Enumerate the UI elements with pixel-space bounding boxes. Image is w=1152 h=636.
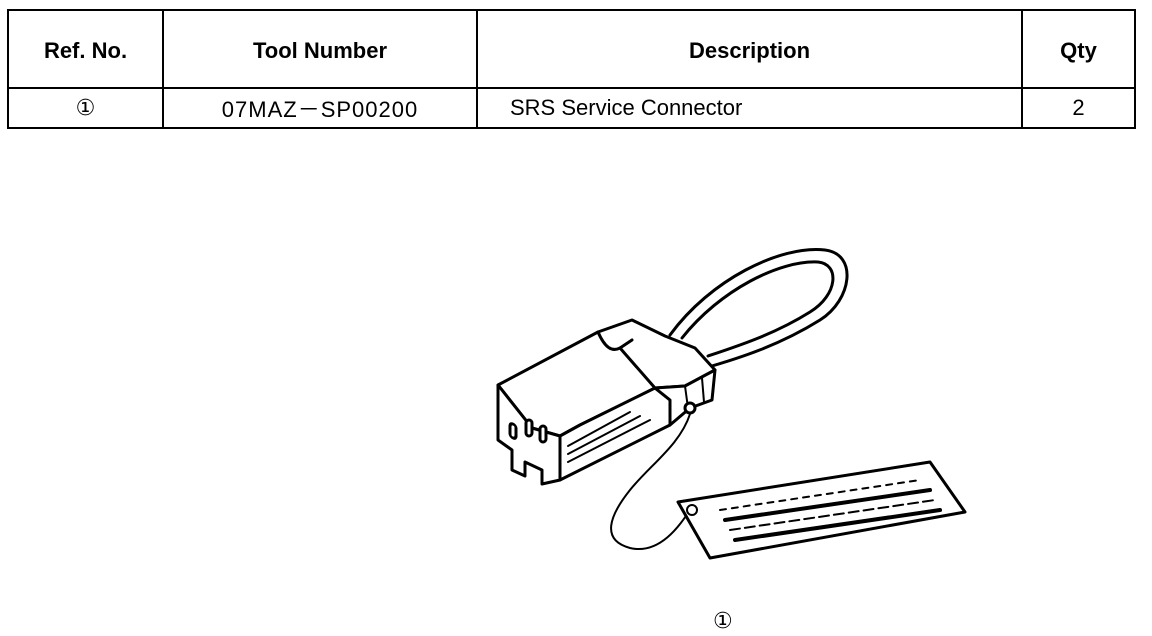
- figure-callout: ①: [713, 608, 733, 633]
- header-tool-number: Tool Number: [162, 9, 478, 89]
- table-header-row: Ref. No. Tool Number Description Qty: [7, 9, 1136, 89]
- table-row: ① 07MAZ－SP00200 SRS Service Connector 2: [7, 87, 1136, 129]
- srs-service-connector-illustration: [496, 248, 967, 560]
- header-description: Description: [476, 9, 1023, 89]
- cell-tool-number: 07MAZ－SP00200: [162, 87, 478, 129]
- cell-ref-no: ①: [7, 87, 164, 129]
- header-qty: Qty: [1021, 9, 1136, 89]
- header-ref-no: Ref. No.: [7, 9, 164, 89]
- cell-qty: 2: [1021, 87, 1136, 129]
- special-tools-table: Ref. No. Tool Number Description Qty ① 0…: [7, 9, 1136, 129]
- cell-description: SRS Service Connector: [476, 87, 1023, 129]
